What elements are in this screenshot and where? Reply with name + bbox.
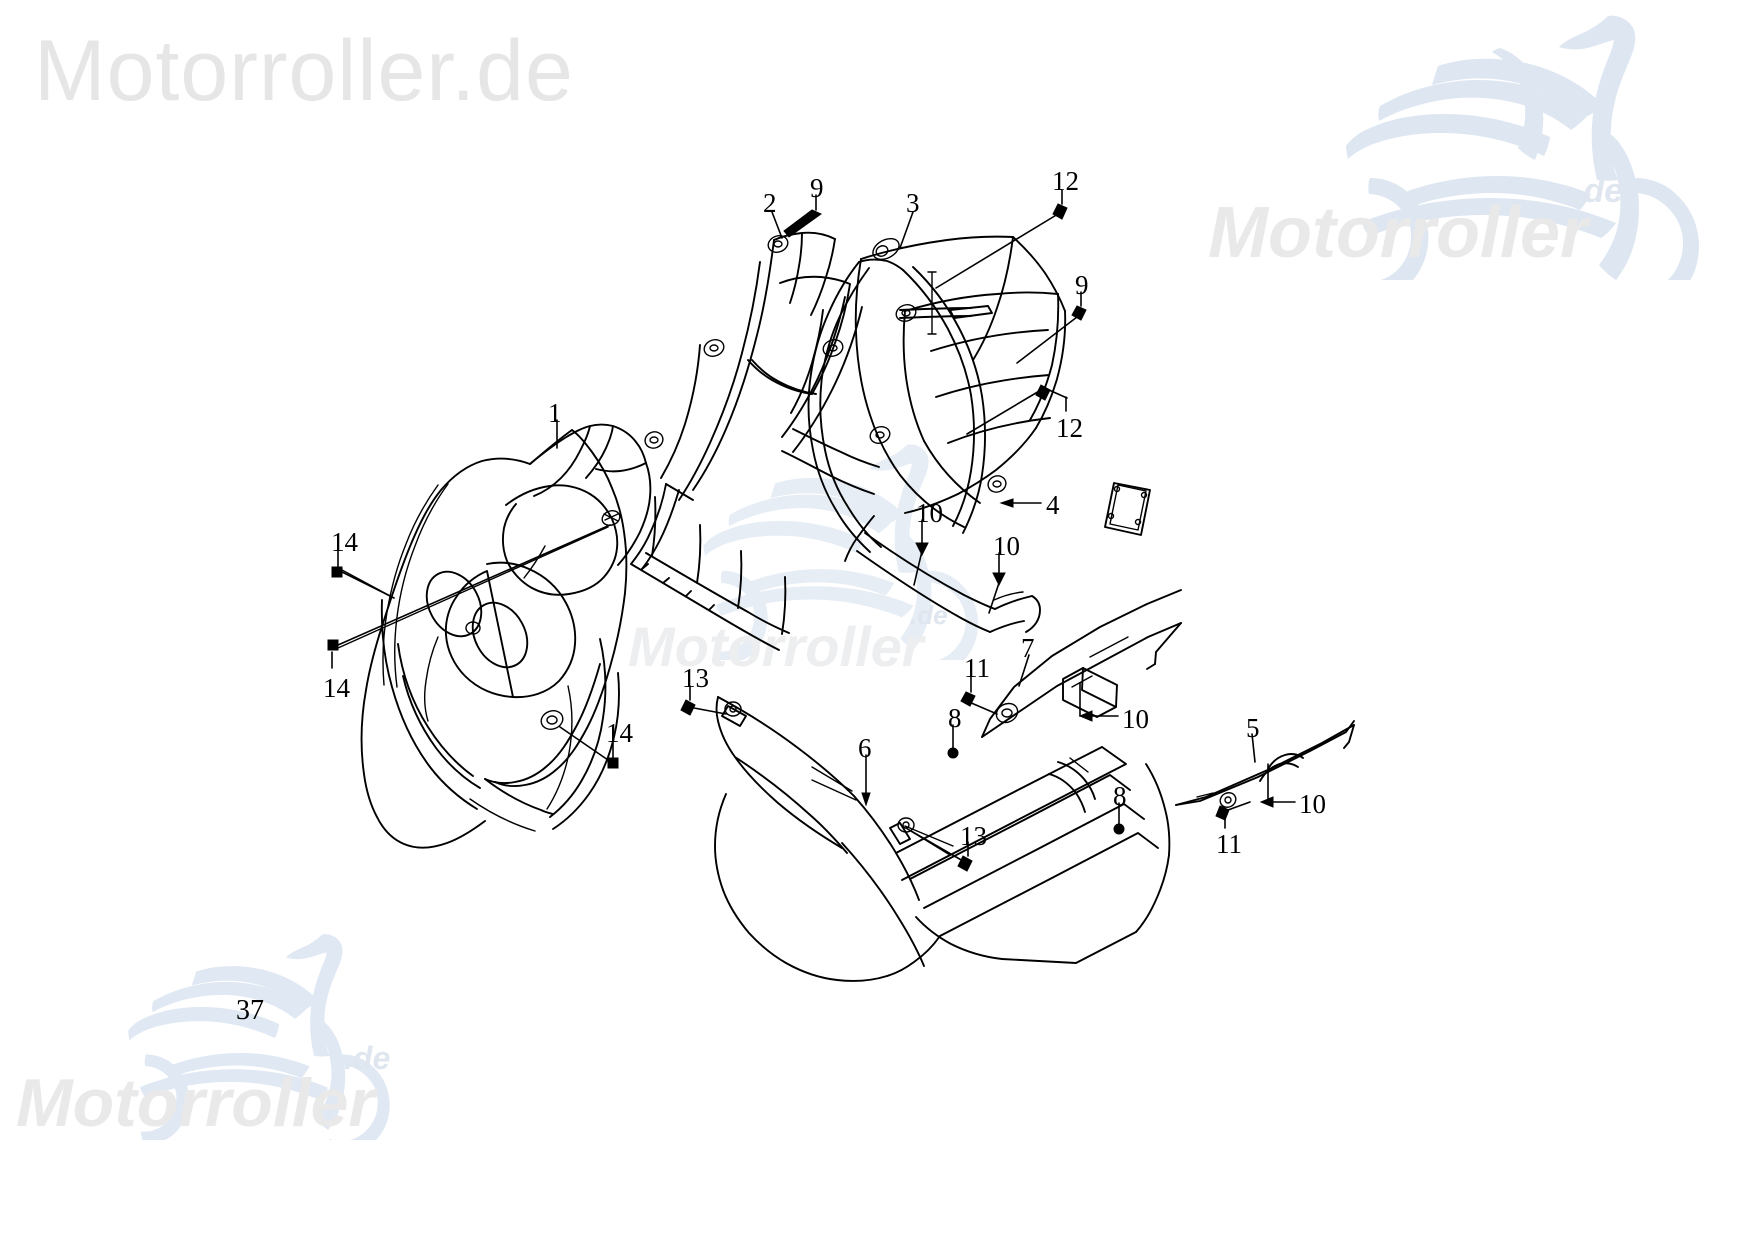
callout-8-a: 8	[948, 703, 962, 733]
callout-11-a: 11	[964, 653, 990, 683]
callout-12-a: 12	[1052, 166, 1079, 196]
watermark-top-wordmark: Motorroller.de	[34, 23, 574, 119]
fastener-13b	[910, 830, 973, 872]
part-6-footboard-floor-panel	[714, 696, 1171, 982]
fastener-socket-2b	[703, 339, 725, 357]
callout-9-b: 9	[1075, 270, 1089, 300]
fastener-11b	[1215, 801, 1251, 829]
leader-4	[999, 498, 1042, 508]
leg-shield-lower-rail	[844, 515, 1041, 633]
screw-boss-lower	[540, 710, 564, 730]
center-vent-hole	[465, 621, 481, 635]
callout-9-a: 9	[810, 173, 824, 203]
callout-7: 7	[1021, 633, 1035, 663]
watermark-brand-bottom-left: Motorroller	[16, 1065, 375, 1141]
fastener-12b	[966, 384, 1068, 435]
fastener-14c	[559, 726, 619, 769]
handle-tube-frame	[807, 258, 1007, 553]
callout-13-a: 13	[682, 663, 709, 693]
callout-5: 5	[1246, 713, 1260, 743]
fastener-10b	[988, 552, 1006, 614]
trim-clip-socket-right	[1219, 792, 1237, 808]
part-7-side-trim-strip-left	[981, 589, 1182, 738]
leader-2	[771, 211, 783, 239]
headlight-lens-right	[471, 601, 529, 669]
trim-clip-socket-left	[995, 702, 1019, 724]
leader-5	[1251, 733, 1256, 763]
watermark-tld-top-right: .de	[1574, 172, 1624, 210]
fastener-socket-2a	[767, 235, 789, 253]
scooter-logo-icon-top-right	[1200, 10, 1740, 280]
tube-joint-socket-2	[822, 339, 844, 357]
fastener-10d	[1259, 763, 1296, 808]
callout-1: 1	[548, 398, 562, 428]
callout-6: 6	[858, 733, 872, 763]
fastener-9a	[783, 194, 822, 238]
fastener-socket-3a	[872, 237, 900, 261]
callout-10-a: 10	[916, 498, 943, 528]
leader-7	[1018, 654, 1030, 687]
fastener-13a	[680, 685, 727, 716]
part-2-inner-leg-shield-left	[630, 231, 880, 651]
fastener-10c	[1078, 682, 1119, 722]
callout-14-c: 14	[606, 718, 633, 748]
footboard-bolt-socket-a	[724, 701, 742, 717]
leader-6	[861, 754, 871, 807]
page-number: 37	[236, 995, 264, 1026]
fastener-8a	[947, 724, 959, 759]
part-5-side-trim-strip-right	[1175, 720, 1355, 808]
callout-11-b: 11	[1216, 829, 1242, 859]
callout-10-c: 10	[1122, 704, 1149, 734]
leader-3	[899, 211, 914, 249]
callout-2: 2	[763, 188, 777, 218]
callout-12-b: 12	[1056, 413, 1083, 443]
fastener-8b	[1113, 802, 1125, 835]
fastener-10a	[913, 519, 929, 586]
fastener-9b	[1016, 291, 1087, 364]
callout-4: 4	[1046, 490, 1060, 520]
callout-14-b: 14	[323, 673, 350, 703]
tube-joint-socket-4	[987, 475, 1007, 493]
fastener-14b	[327, 524, 611, 669]
fastener-socket-2c	[644, 431, 664, 449]
tube-joint-socket	[895, 304, 917, 322]
screw-boss-upper-right	[601, 510, 621, 526]
callout-14-a: 14	[331, 527, 358, 557]
part-4-rectangular-cap	[1104, 482, 1151, 536]
watermark-tld-center: .de	[910, 600, 948, 630]
callout-10-d: 10	[1299, 789, 1326, 819]
part-1-front-shield-cover	[360, 423, 652, 849]
scooter-logo-icon-bottom-left	[20, 920, 420, 1140]
watermark-tld-bottom-left: .de	[344, 1040, 391, 1076]
callout-13-b: 13	[960, 821, 987, 851]
part-3-inner-leg-shield-right	[854, 235, 1067, 528]
tube-joint-socket-3	[869, 426, 891, 444]
callout-3: 3	[906, 188, 920, 218]
callout-8-b: 8	[1113, 781, 1127, 811]
fastener-12a	[935, 189, 1068, 289]
fastener-11a	[960, 675, 998, 715]
watermark-brand-center: Motorroller	[628, 615, 924, 678]
scooter-logo-icon-center	[590, 430, 1010, 660]
watermark-brand-top-right: Motorroller	[1208, 193, 1589, 273]
callout-10-b: 10	[993, 531, 1020, 561]
fastener-14a	[331, 548, 395, 599]
